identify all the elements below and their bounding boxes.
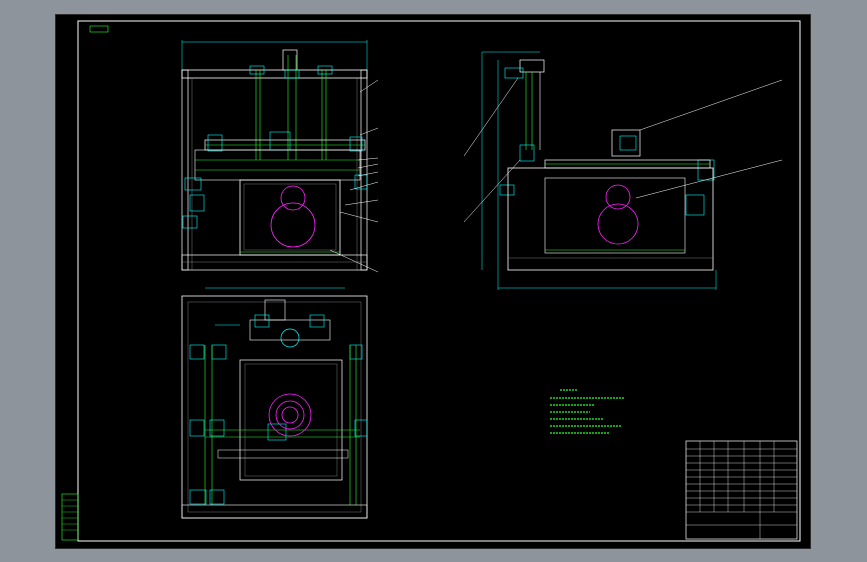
- side-view: [463, 51, 783, 290]
- top-view: [181, 287, 368, 519]
- title-block: [685, 440, 798, 540]
- inner-border: [77, 20, 801, 542]
- code-box: [89, 25, 109, 33]
- side-box: [61, 493, 79, 541]
- side-box-lines: [62, 499, 78, 531]
- front-view: [181, 40, 379, 273]
